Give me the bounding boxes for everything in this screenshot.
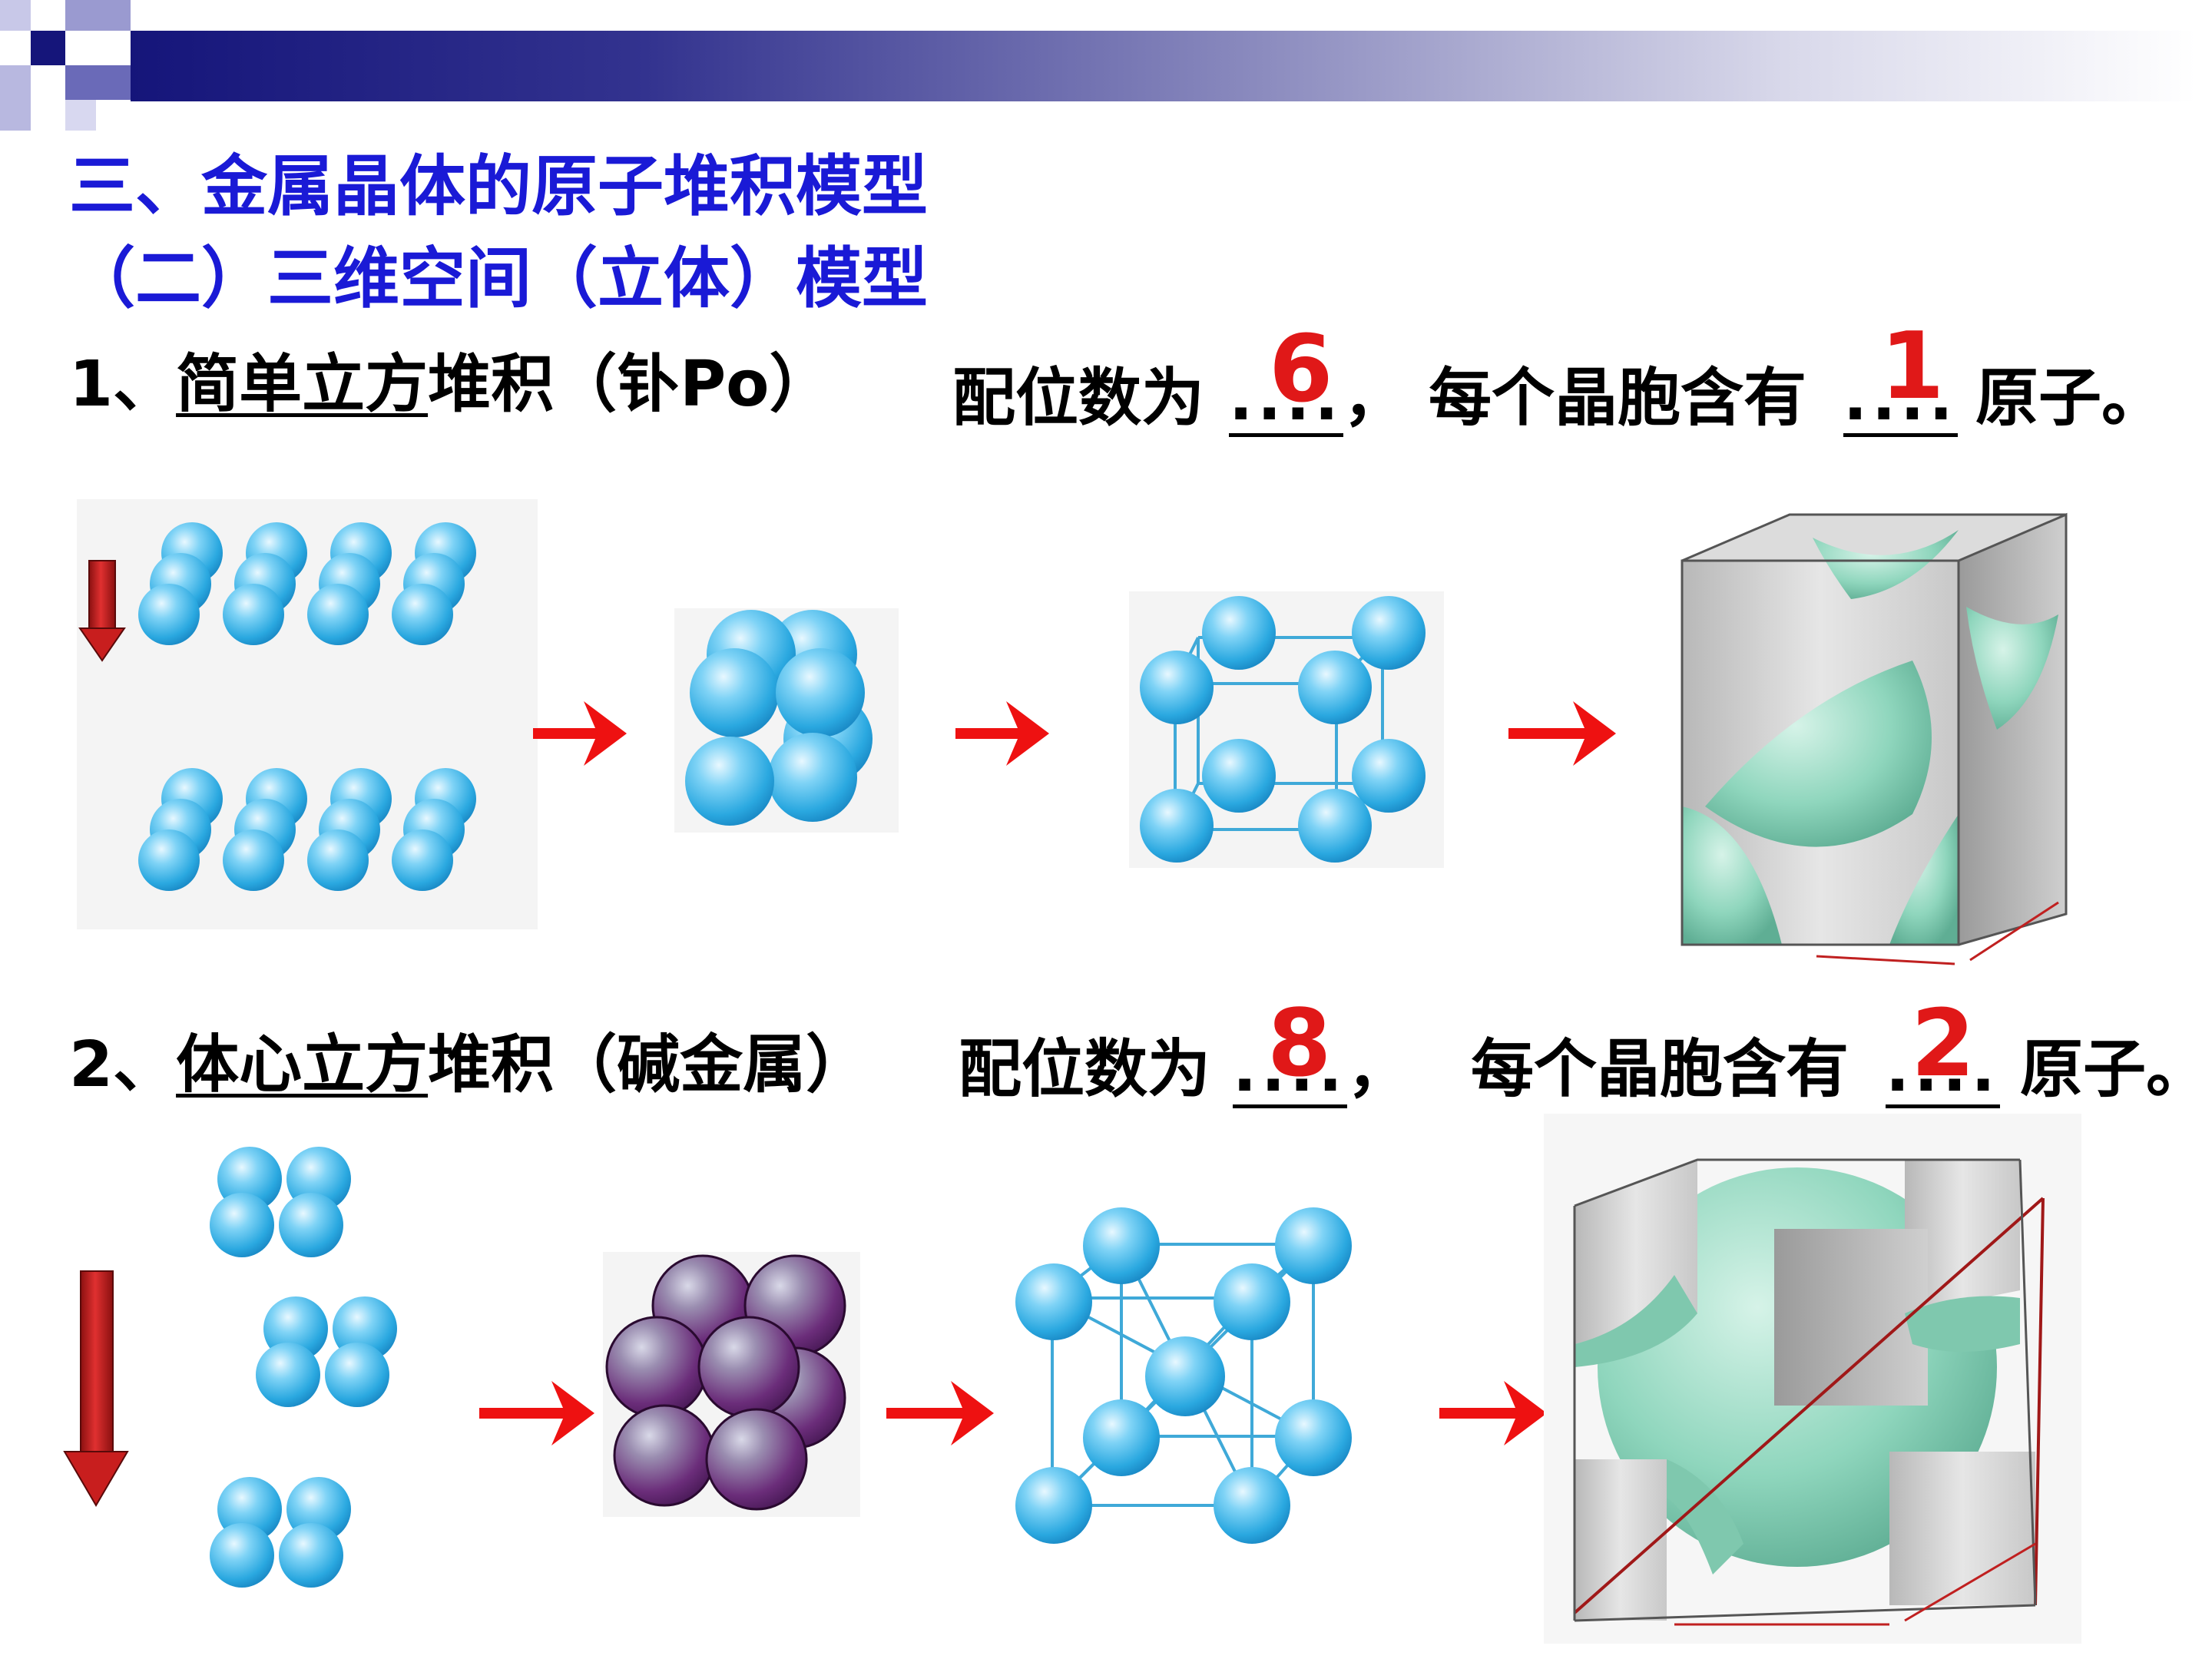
section1-coordination-answer: 6 xyxy=(1269,324,1333,416)
section1-atoms-answer: 1 xyxy=(1880,321,1945,413)
page-subtitle: （二）三维空间（立体）模型 xyxy=(69,246,928,312)
header-decoration xyxy=(0,0,2212,154)
deco-square xyxy=(31,31,65,65)
body-centered-layers-figure xyxy=(207,1137,438,1628)
section2-label: 2、体心立方堆积（碱金属） xyxy=(69,1034,869,1097)
section2-suffix: 原子。 xyxy=(2020,1038,2209,1101)
body-centered-lattice-figure xyxy=(1006,1198,1367,1559)
section1-suffix: 原子。 xyxy=(1975,367,2164,430)
deco-square xyxy=(0,0,31,31)
section2-coordination-answer: 8 xyxy=(1267,998,1332,1091)
red-arrow-icon xyxy=(1505,695,1621,772)
deco-square xyxy=(65,100,96,131)
page-title: 三、金属晶体的原子堆积模型 xyxy=(69,154,928,220)
sphere-layer-top xyxy=(210,1147,351,1257)
simple-cubic-lattice-figure xyxy=(1129,591,1444,868)
red-arrow-icon xyxy=(530,695,630,772)
deco-square xyxy=(0,65,31,131)
section1-cell-label: 每个晶胞含有 xyxy=(1429,367,1806,430)
simple-cubic-packed-spheres xyxy=(674,608,899,833)
section2-cell-label: 每个晶胞含有 xyxy=(1471,1038,1849,1101)
body-center-atom xyxy=(1145,1336,1225,1416)
sphere-layer-bottom xyxy=(210,1477,351,1588)
header-gradient-bar xyxy=(131,31,2197,101)
deco-square xyxy=(65,0,131,31)
section1-coord-label: 配位数为 xyxy=(952,367,1204,430)
section1-label: 1、简单立方堆积（钋Po） xyxy=(69,353,833,416)
body-centered-packed-spheres xyxy=(603,1252,860,1517)
down-arrow-icon xyxy=(61,1267,131,1513)
body-centered-unit-cell-figure xyxy=(1544,1114,2081,1644)
section2-coord-label: 配位数为 xyxy=(959,1038,1210,1101)
simple-cubic-unit-cell-figure xyxy=(1659,484,2104,975)
sphere-layer-middle xyxy=(256,1296,397,1407)
red-arrow-icon xyxy=(883,1375,998,1452)
red-arrow-icon xyxy=(952,695,1052,772)
deco-square xyxy=(65,65,131,100)
cube-side-face xyxy=(1959,515,2066,945)
red-arrow-icon xyxy=(1436,1375,1551,1452)
section2-atoms-answer: 2 xyxy=(1911,998,1975,1091)
simple-cubic-layers-figure xyxy=(77,499,538,929)
red-arrow-icon xyxy=(476,1375,599,1452)
